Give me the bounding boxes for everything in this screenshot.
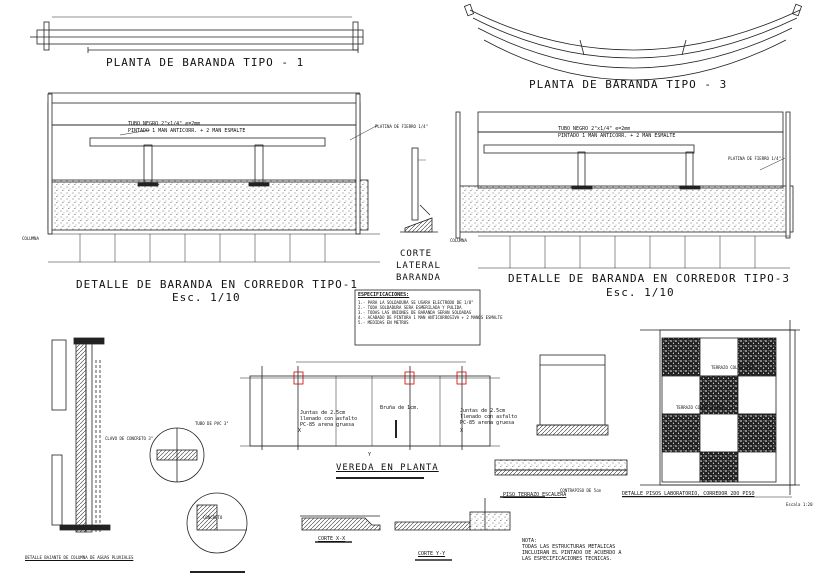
nota-block: NOTA: TODAS LAS ESTRUCTURAS METALICAS IN… bbox=[522, 538, 621, 562]
corte-lateral-baranda bbox=[400, 147, 438, 233]
juntas-right-line: llenado con asfalto bbox=[460, 414, 518, 420]
annotation-platina-t1: PLATINA DE FIERRO 1/4" bbox=[375, 124, 428, 129]
title-detalle-pluviales: DETALLE BAJANTE DE COLUMNA DE AGUAS PLUV… bbox=[25, 555, 134, 560]
detalle-baranda-tipo-3 bbox=[455, 111, 794, 269]
detalle-pisos-laboratorio bbox=[622, 320, 800, 498]
juntas-left-line: Juntas de 2.5cm bbox=[300, 410, 346, 416]
annotation-tubo-t1: TUBO NEGRO 2"x1/4" e=2mm bbox=[128, 121, 201, 127]
annotation-terrazo-gris: TERRAZO COLOR GRIS bbox=[711, 365, 755, 370]
title-corte-lateral: CORTE LATERAL BARANDA bbox=[396, 248, 441, 284]
annotation-juntas-right: Juntas de 2.5cm llenado con asfalto PC-8… bbox=[460, 408, 517, 426]
annotation-bruna: Bruña de 1cm. bbox=[380, 405, 420, 411]
juntas-left-line: llenado con asfalto bbox=[300, 416, 358, 422]
nota-title: NOTA: bbox=[522, 538, 538, 544]
annotation-platina-t3: PLATINA DE FIERRO 1/4" bbox=[728, 156, 781, 161]
annotation-juntas-left: Juntas de 2.5cm llenado con asfalto PC-8… bbox=[300, 410, 357, 428]
cortes-x-y bbox=[300, 498, 511, 561]
specifications-box bbox=[354, 289, 481, 346]
title-corte-y: CORTE Y-Y bbox=[418, 551, 446, 557]
annotation-tubo-t3: TUBO NEGRO 2"x1/4" e=2mm bbox=[558, 126, 631, 132]
title-detalle-tipo-3: DETALLE DE BARANDA EN CORREDOR TIPO-3 bbox=[508, 272, 791, 285]
marker-x-left: X bbox=[298, 428, 302, 434]
annotation-columna-t1: COLUMNA bbox=[22, 236, 39, 241]
annotation-terrazo-blanco: TERRAZO COLOR BLANCO bbox=[676, 405, 725, 410]
marker-x-right: X bbox=[460, 428, 464, 434]
annotation-pintado-t1: PINTADO 1 MAN ANTICORR. + 2 MAN ESMALTE bbox=[128, 128, 246, 134]
scale-detalle-tipo-3: Esc. 1/10 bbox=[606, 286, 675, 299]
title-detalle-tipo-1: DETALLE DE BARANDA EN CORREDOR TIPO-1 bbox=[76, 278, 359, 291]
spec-line: 2.- TODA SOLDADURA SERA ESMERILADA Y PUL… bbox=[358, 305, 462, 310]
juntas-right-line: PC-85 arena gruesa bbox=[460, 420, 515, 426]
title-planta-tipo-1: PLANTA DE BARANDA TIPO - 1 bbox=[106, 56, 305, 69]
title-planta-tipo-3: PLANTA DE BARANDA TIPO - 3 bbox=[529, 78, 728, 91]
title-detalle-pisos: DETALLE PISOS LABORATORIO, CORREDOR 2DO … bbox=[622, 491, 755, 497]
specs-title: ESPECIFICACIONES: bbox=[358, 292, 410, 298]
corte-lateral-line-3: BARANDA bbox=[396, 273, 441, 283]
spec-line: 3.- TODAS LAS UNIONES DE BARANDA SERAN S… bbox=[358, 310, 472, 315]
spec-line: 5.- MEDIDAS EN METROS bbox=[358, 320, 409, 325]
nota-line: INCLUIRAN EL PINTADO DE ACUERDO A bbox=[522, 550, 622, 556]
annotation-clavo: CLAVO DE CONCRETO 3" bbox=[105, 436, 154, 441]
spec-line: 4.- ACABADO DE PINTURA 1 MAN ANTICORROSI… bbox=[358, 315, 503, 320]
spec-line: 1.- PARA LA SOLDADURA SE USARA ELECTRODO… bbox=[358, 300, 474, 305]
annotation-contrapiso: CONTRAPISO DE 5cm bbox=[560, 488, 601, 493]
corte-lateral-line-2: LATERAL bbox=[396, 261, 441, 271]
specs-list: 1.- PARA LA SOLDADURA SE USARA ELECTRODO… bbox=[358, 300, 503, 325]
juntas-left-line: PC-85 arena gruesa bbox=[300, 422, 355, 428]
planta-baranda-tipo-3 bbox=[463, 3, 803, 81]
title-corte-x: CORTE X-X bbox=[318, 536, 346, 542]
vereda-en-planta bbox=[240, 361, 500, 479]
detalle-baranda-tipo-1 bbox=[47, 92, 380, 263]
scale-detalle-pisos: Escala 1:20 bbox=[786, 502, 813, 507]
nota-line: TODAS LAS ESTRUCTURAS METALICAS bbox=[522, 544, 616, 550]
nota-line: LAS ESPECIFICACIONES TECNICAS. bbox=[522, 556, 613, 562]
scale-detalle-tipo-1: Esc. 1/10 bbox=[172, 291, 241, 304]
annotation-columna-t3: COLUMNA bbox=[450, 238, 467, 243]
corte-lateral-line-1: CORTE bbox=[399, 249, 433, 259]
annotation-pintado-t3: PINTADO 1 MAN ANTICORR. + 2 MAN ESMALTE bbox=[558, 133, 676, 139]
annotation-concreto: CONCRETO bbox=[203, 515, 223, 520]
detalle-escalera bbox=[494, 354, 628, 498]
title-piso-terrazo: PISO TERRAZO ESCALERA bbox=[503, 492, 567, 498]
juntas-right-line: Juntas de 2.5cm bbox=[460, 408, 506, 414]
planta-baranda-tipo-1 bbox=[30, 16, 364, 53]
detalle-bajante-pluviales bbox=[51, 337, 248, 573]
marker-y: Y bbox=[368, 452, 372, 458]
annotation-tubo-pvc: TUBO DE PVC 3" bbox=[195, 421, 229, 426]
title-vereda: VEREDA EN PLANTA bbox=[336, 463, 439, 473]
